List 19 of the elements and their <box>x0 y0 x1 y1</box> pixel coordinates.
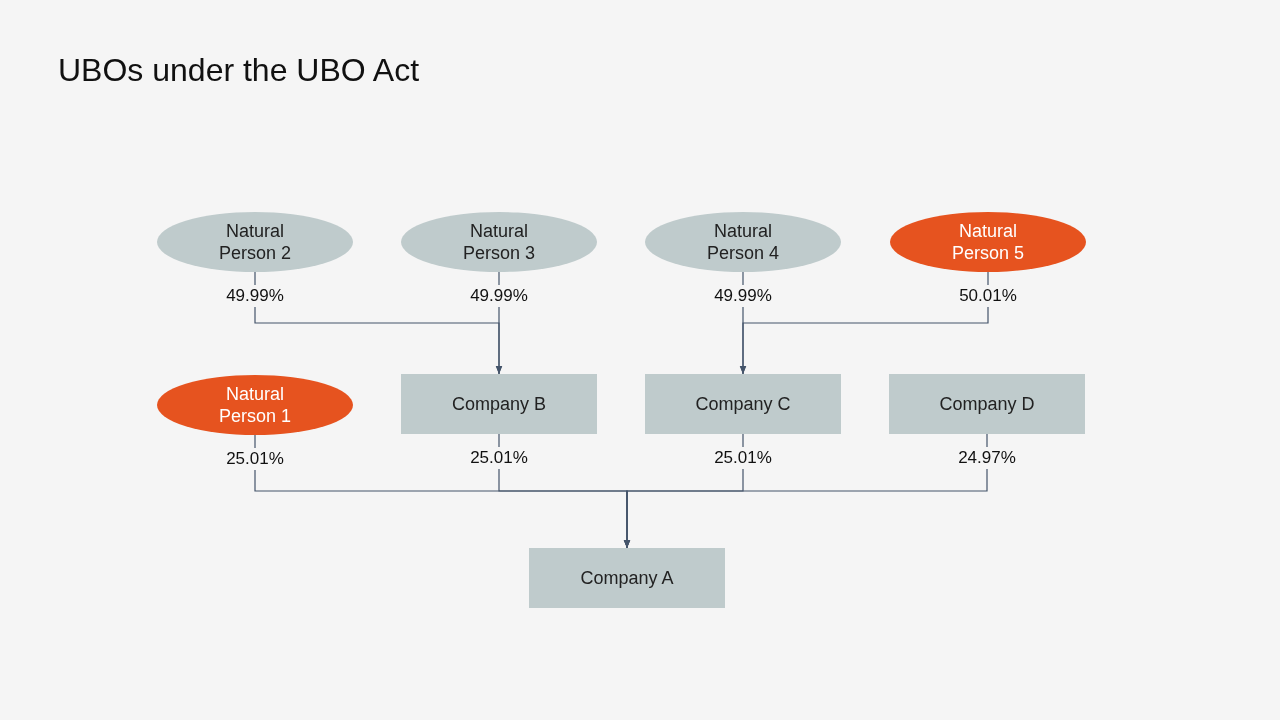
slide-title: UBOs under the UBO Act <box>58 52 420 89</box>
node-label: Natural Person 2 <box>217 220 292 264</box>
node-label: Natural Person 5 <box>950 220 1025 264</box>
node-label: Company D <box>939 393 1035 415</box>
edge-label: 49.99% <box>711 285 775 307</box>
node-label: Company C <box>695 393 791 415</box>
edge-label: 49.99% <box>223 285 287 307</box>
company-box <box>529 548 725 608</box>
node-label: Natural Person 3 <box>461 220 536 264</box>
node-label: Company B <box>451 393 546 415</box>
node-label: Natural Person 4 <box>705 220 780 264</box>
connector-arrow <box>739 271 989 375</box>
company-box <box>401 374 597 434</box>
edge-label: 49.99% <box>467 285 531 307</box>
node-label: Natural Person 1 <box>217 383 292 427</box>
company-box <box>645 374 841 434</box>
company-box <box>889 374 1085 434</box>
node-label: Company A <box>580 567 674 589</box>
connector-arrow <box>623 433 988 549</box>
